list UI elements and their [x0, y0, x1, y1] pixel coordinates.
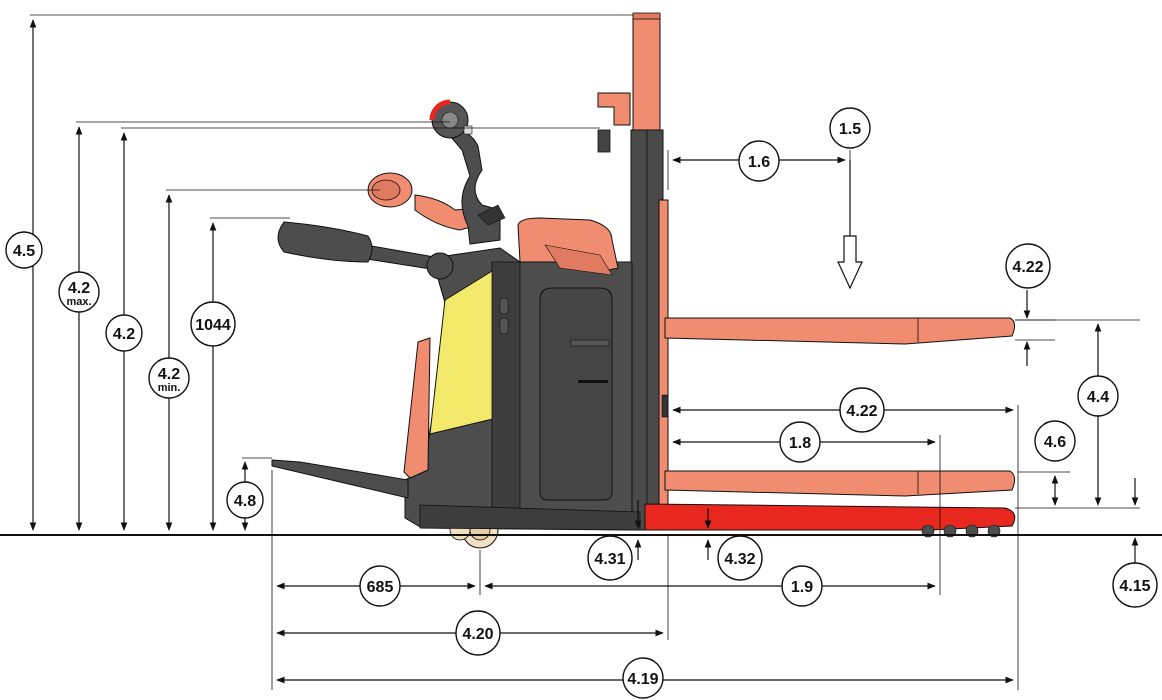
label-1-6: 1.6 — [738, 140, 780, 182]
tiller-mid — [367, 172, 489, 231]
label-4-2-max: 4.2 max. — [58, 271, 100, 313]
label-4-2-min: 4.2 min. — [148, 357, 190, 399]
label-4-4: 4.4 — [1077, 375, 1119, 417]
label-1-5: 1.5 — [829, 107, 871, 149]
label-4-5: 4.5 — [5, 231, 43, 269]
svg-text:4.6: 4.6 — [1044, 434, 1066, 451]
svg-text:4.31: 4.31 — [594, 551, 625, 568]
fork-raised — [664, 317, 1016, 345]
svg-text:1.9: 1.9 — [791, 579, 813, 596]
svg-text:4.22: 4.22 — [846, 403, 877, 420]
svg-text:4.2: 4.2 — [113, 326, 135, 343]
svg-text:max.: max. — [66, 296, 91, 308]
svg-text:4.4: 4.4 — [1087, 389, 1109, 406]
label-685: 685 — [359, 565, 401, 607]
label-1-9: 1.9 — [781, 565, 823, 607]
label-1-8: 1.8 — [779, 421, 821, 463]
mast-top-cap — [632, 12, 661, 20]
svg-text:4.20: 4.20 — [462, 626, 493, 643]
svg-text:4.2: 4.2 — [68, 280, 90, 297]
svg-text:1.8: 1.8 — [789, 435, 811, 452]
label-4-15: 4.15 — [1112, 562, 1158, 608]
svg-text:min.: min. — [158, 382, 181, 394]
svg-text:685: 685 — [367, 579, 394, 596]
svg-text:4.19: 4.19 — [627, 671, 658, 688]
base-leg — [644, 503, 1016, 531]
svg-text:4.8: 4.8 — [234, 493, 256, 510]
svg-text:1.6: 1.6 — [748, 154, 770, 171]
label-4-20: 4.20 — [455, 610, 501, 656]
rear-guard — [403, 337, 431, 479]
battery-door — [539, 287, 613, 501]
tiller-lowered — [277, 221, 454, 280]
label-4-22-fork-thickness: 4.22 — [1005, 243, 1051, 289]
svg-text:1044: 1044 — [195, 317, 231, 334]
svg-text:1.5: 1.5 — [839, 121, 861, 138]
label-4-32: 4.32 — [717, 535, 763, 581]
label-4-6: 4.6 — [1034, 420, 1076, 462]
label-4-22-fork-length: 4.22 — [839, 387, 885, 433]
fork-lowered — [664, 470, 1016, 497]
svg-text:4.5: 4.5 — [13, 243, 35, 260]
label-1044: 1044 — [190, 301, 236, 347]
svg-text:4.22: 4.22 — [1012, 259, 1043, 276]
mast-bracket — [597, 92, 631, 126]
svg-text:4.2: 4.2 — [158, 366, 180, 383]
svg-text:4.15: 4.15 — [1119, 578, 1150, 595]
stacker-truck-illustration — [271, 12, 1016, 549]
label-4-19: 4.19 — [622, 657, 664, 699]
tiller-upright — [429, 99, 506, 245]
label-4-31: 4.31 — [587, 535, 633, 581]
mast-side-block — [597, 129, 611, 153]
load-arrow — [837, 235, 863, 290]
yellow-side-panel — [429, 267, 498, 435]
mast-extension — [632, 14, 661, 134]
label-4-2: 4.2 — [105, 314, 143, 352]
label-4-8: 4.8 — [226, 481, 264, 519]
svg-text:4.32: 4.32 — [724, 551, 755, 568]
operator-platform — [271, 459, 409, 499]
dimension-labels: 4.5 4.2 max. 4.2 4.2 min. 1044 4.8 1.6 — [5, 107, 1158, 699]
